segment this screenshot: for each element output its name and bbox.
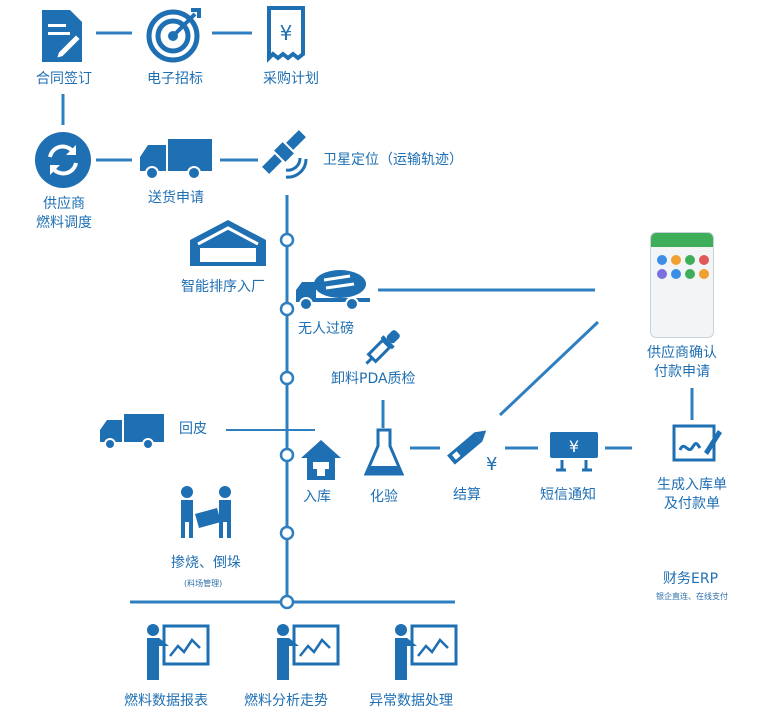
signature-icon: [672, 424, 722, 462]
label-pda: 卸料PDA质检: [331, 371, 416, 387]
label-satellite: 卫星定位（运输轨迹）: [323, 152, 463, 168]
label-supplier-confirm: 供应商确认 付款申请: [647, 345, 717, 380]
svg-text:¥: ¥: [569, 437, 579, 456]
label-return: 回皮: [179, 421, 207, 437]
label-sms: 短信通知: [540, 487, 596, 503]
house-box-icon: [301, 440, 341, 480]
node-dot: [279, 370, 295, 386]
presenter-chart-icon: [395, 624, 458, 680]
label-gen-docs: 生成入库单 及付款单: [657, 477, 727, 512]
cement-truck-icon: [296, 270, 370, 311]
warehouse-icon: [190, 220, 266, 266]
node-dot: [279, 594, 295, 610]
mobile-app-icon: [650, 232, 714, 338]
label-queue: 智能排序入厂: [181, 279, 265, 295]
label-supplier-dispatch: 供应商 燃料调度: [36, 196, 92, 231]
app-header-bar: [651, 233, 713, 247]
refresh-icon: [35, 132, 91, 188]
label-bidding: 电子招标: [147, 71, 203, 87]
label-report: 燃料数据报表: [124, 693, 208, 709]
label-delivery: 送货申请: [148, 190, 204, 206]
truck-icon: [140, 139, 212, 180]
label-weigh: 无人过磅: [298, 321, 354, 337]
app-icon-grid: [651, 247, 713, 287]
presenter-chart-icon: [147, 624, 210, 680]
node-dot: [279, 447, 295, 463]
satellite-icon: [262, 130, 308, 179]
flask-icon: [364, 428, 404, 476]
label-storage: 入库: [303, 489, 331, 505]
label-contract: 合同签订: [36, 71, 92, 87]
svg-text:¥: ¥: [280, 21, 293, 45]
invoice-icon: ¥: [267, 6, 305, 63]
label-erp-sub: 银企直连、在线支付: [656, 592, 728, 601]
label-trend: 燃料分析走势: [244, 693, 328, 709]
label-erp: 财务ERP: [663, 571, 719, 587]
yen-pencil-icon: ¥: [447, 430, 497, 475]
label-abnormal: 异常数据处理: [369, 693, 453, 709]
node-dot: [279, 301, 295, 317]
pipette-icon: [365, 330, 400, 365]
target-icon: [146, 8, 201, 63]
node-dot: [279, 232, 295, 248]
svg-text:¥: ¥: [486, 454, 497, 475]
workers-icon: [181, 486, 231, 538]
label-lab: 化验: [370, 489, 398, 505]
label-blend: 掺烧、倒垛: [171, 555, 241, 571]
small-truck-icon: [100, 414, 164, 450]
label-yard: (料场管理): [184, 579, 223, 588]
document-edit-icon: [42, 10, 83, 62]
label-settle: 结算: [453, 487, 481, 503]
yen-screen-icon: ¥: [550, 432, 598, 472]
label-plan: 采购计划: [263, 71, 319, 87]
node-dot: [279, 525, 295, 541]
presenter-chart-icon: [277, 624, 340, 680]
